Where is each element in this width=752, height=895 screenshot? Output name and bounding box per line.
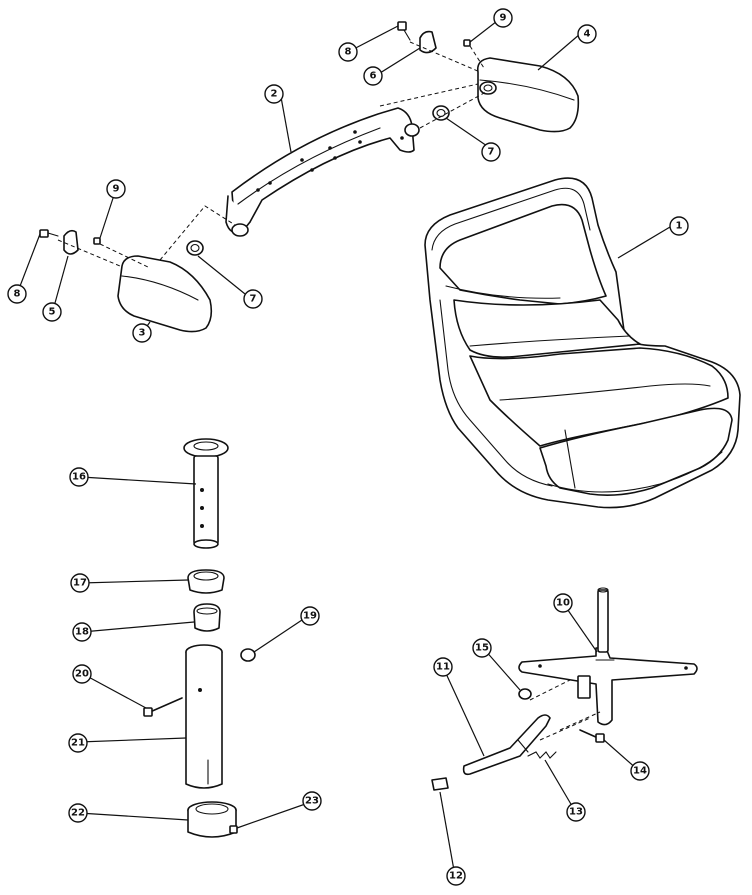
callout-16: 16 xyxy=(69,467,89,487)
svg-text:20: 20 xyxy=(75,669,89,680)
callout-10: 10 xyxy=(553,593,573,613)
callout-23: 23 xyxy=(302,791,322,811)
svg-text:11: 11 xyxy=(436,662,450,673)
svg-text:4: 4 xyxy=(584,29,591,40)
callout-12: 12 xyxy=(446,866,466,886)
svg-text:23: 23 xyxy=(305,796,319,807)
right-armrest-pad xyxy=(476,57,580,133)
callout-11: 11 xyxy=(433,657,453,677)
svg-text:12: 12 xyxy=(449,871,463,882)
seat-cushion xyxy=(424,177,741,509)
base-nut xyxy=(518,688,532,700)
svg-text:10: 10 xyxy=(556,598,570,609)
svg-text:9: 9 xyxy=(113,184,120,195)
tube-collar xyxy=(187,801,237,838)
callout-17: 17 xyxy=(70,573,90,593)
callout-21: 21 xyxy=(68,733,88,753)
svg-text:13: 13 xyxy=(569,807,583,818)
adjustment-lever xyxy=(462,714,551,776)
post-bushing-bottom xyxy=(193,603,221,632)
seat-base-cross xyxy=(518,587,698,726)
callout-7-right: 7 xyxy=(481,142,501,162)
callout-1: 1 xyxy=(669,216,689,236)
callout-18: 18 xyxy=(72,622,92,642)
support-tube xyxy=(185,644,223,789)
svg-text:7: 7 xyxy=(250,294,257,305)
callout-13: 13 xyxy=(566,802,586,822)
callout-15: 15 xyxy=(472,638,492,658)
svg-text:21: 21 xyxy=(71,738,85,749)
leader-lines xyxy=(16,17,671,877)
callout-22: 22 xyxy=(68,803,88,823)
callout-20: 20 xyxy=(72,664,92,684)
post-bushing-top xyxy=(187,569,225,594)
callout-9-left: 9 xyxy=(106,179,126,199)
svg-text:16: 16 xyxy=(72,472,86,483)
svg-text:18: 18 xyxy=(75,627,89,638)
svg-text:14: 14 xyxy=(633,766,647,777)
callout-9-right: 9 xyxy=(493,8,513,28)
tube-bolt xyxy=(143,697,183,717)
callout-14: 14 xyxy=(630,761,650,781)
base-pin xyxy=(579,729,605,743)
lever-key xyxy=(431,777,449,791)
lever-spring xyxy=(527,751,557,759)
callout-4: 4 xyxy=(577,24,597,44)
svg-text:22: 22 xyxy=(71,808,85,819)
armrest-hardware xyxy=(39,21,471,256)
swivel-post xyxy=(183,438,229,549)
tube-nut xyxy=(240,648,256,662)
svg-text:6: 6 xyxy=(370,71,377,82)
svg-text:1: 1 xyxy=(676,221,683,232)
callout-8-left: 8 xyxy=(7,284,27,304)
svg-text:2: 2 xyxy=(271,89,278,100)
svg-text:7: 7 xyxy=(488,147,495,158)
callout-19: 19 xyxy=(300,606,320,626)
svg-text:3: 3 xyxy=(139,328,146,339)
svg-text:5: 5 xyxy=(49,307,56,318)
callout-2: 2 xyxy=(264,84,284,104)
armrest-bracket xyxy=(225,107,420,237)
callout-3: 3 xyxy=(132,323,152,343)
callout-5: 5 xyxy=(42,302,62,322)
svg-text:9: 9 xyxy=(500,13,507,24)
callout-6: 6 xyxy=(363,66,383,86)
svg-text:8: 8 xyxy=(345,47,352,58)
svg-text:17: 17 xyxy=(73,578,87,589)
callout-7-left: 7 xyxy=(243,289,263,309)
svg-text:15: 15 xyxy=(475,643,489,654)
collar-screw xyxy=(229,825,238,834)
left-armrest-pad xyxy=(117,255,213,333)
svg-text:8: 8 xyxy=(14,289,21,300)
callout-8-right: 8 xyxy=(338,42,358,62)
svg-text:19: 19 xyxy=(303,611,317,622)
